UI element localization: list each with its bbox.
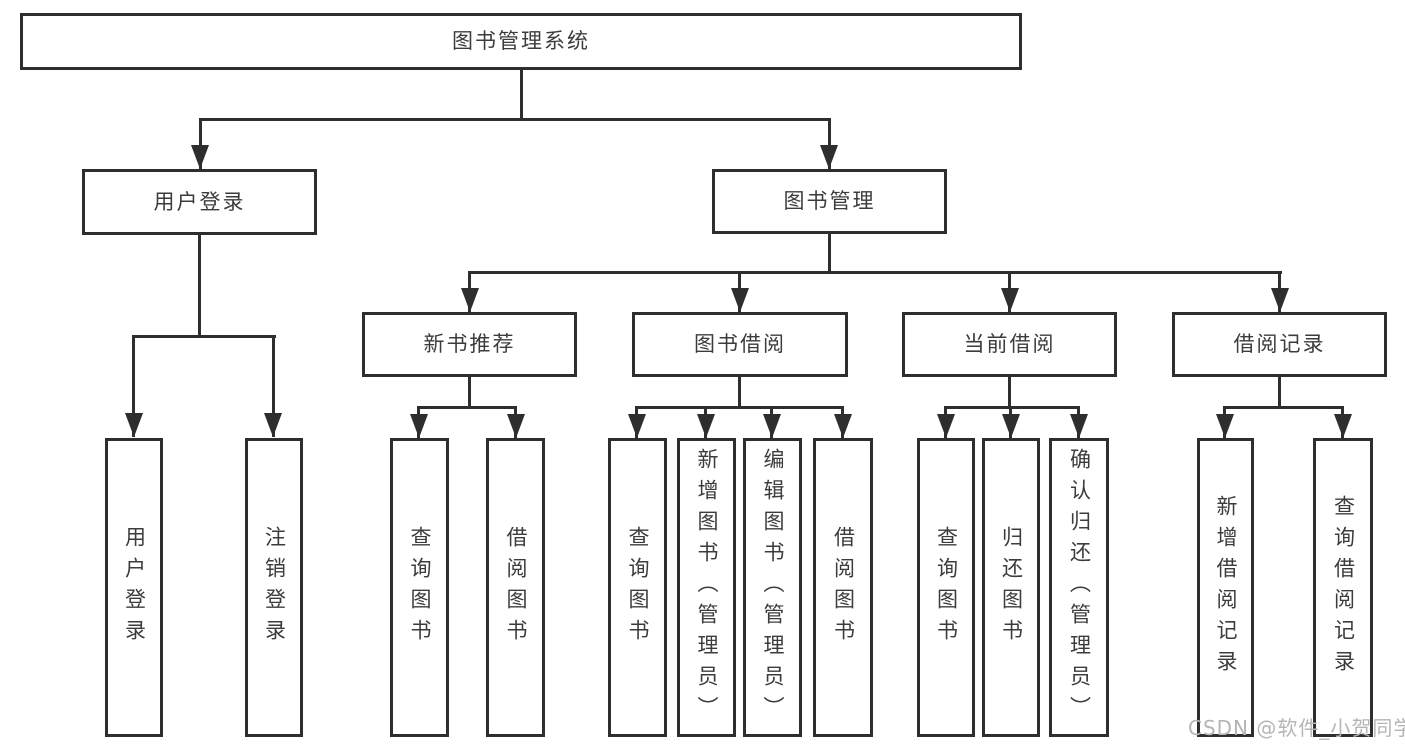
node-user-login: 用户登录	[82, 169, 317, 235]
arrow-down-icon	[628, 414, 646, 438]
leaf-logout: 注销登录	[245, 438, 303, 737]
arrow-down-icon	[731, 288, 749, 312]
leaf-label: 编辑图书（管理员）	[761, 448, 785, 727]
connector-newbook-vline	[468, 377, 471, 406]
leaf-borrow-books-recommend: 借阅图书	[486, 438, 545, 737]
leaf-label: 新增图书（管理员）	[695, 448, 719, 727]
node-borrow-records: 借阅记录	[1172, 312, 1387, 377]
arrow-down-icon	[1334, 414, 1352, 438]
node-label: 图书管理系统	[452, 29, 590, 53]
arrow-down-icon	[1002, 414, 1020, 438]
arrow-down-icon	[264, 413, 282, 437]
leaf-query-borrow-record: 查询借阅记录	[1313, 438, 1373, 737]
leaf-label: 查询借阅记录	[1331, 494, 1356, 681]
arrow-down-icon	[1216, 414, 1234, 438]
arrow-down-icon	[125, 413, 143, 437]
watermark: CSDN @软件_小贺同学	[1188, 716, 1405, 740]
leaf-label: 归还图书	[999, 525, 1024, 650]
connector-mgmt-hline	[468, 271, 1282, 274]
arrow-down-icon	[834, 414, 852, 438]
leaf-label: 查询图书	[408, 525, 432, 650]
connector-drop-line	[828, 118, 831, 169]
connector-borrow-vline	[738, 377, 741, 406]
node-label: 当前借阅	[963, 332, 1056, 356]
node-current-borrow: 当前借阅	[902, 312, 1117, 377]
arrow-down-icon	[1271, 288, 1289, 312]
leaf-edit-books-admin: 编辑图书（管理员）	[743, 438, 802, 737]
leaf-label: 注销登录	[262, 525, 287, 650]
leaf-label: 借阅图书	[831, 525, 856, 650]
connector-newbook-hline	[417, 406, 517, 409]
arrow-down-icon	[461, 288, 479, 312]
leaf-borrow-books: 借阅图书	[813, 438, 873, 737]
node-book-borrow: 图书借阅	[632, 312, 848, 377]
arrow-down-icon	[410, 414, 428, 438]
connector-drop-line	[272, 335, 275, 437]
arrow-down-icon	[763, 414, 781, 438]
leaf-label: 借阅图书	[504, 525, 528, 650]
node-new-book-recommend: 新书推荐	[362, 312, 577, 377]
node-book-management: 图书管理	[712, 169, 947, 234]
leaf-label: 用户登录	[122, 525, 147, 650]
arrow-down-icon	[937, 414, 955, 438]
leaf-query-books-current: 查询图书	[917, 438, 975, 737]
arrow-down-icon	[820, 145, 838, 169]
node-label: 图书借阅	[694, 332, 786, 356]
arrow-down-icon	[191, 145, 209, 169]
arrow-down-icon	[1001, 288, 1019, 312]
node-label: 新书推荐	[423, 332, 516, 356]
connector-root-vline	[520, 70, 523, 118]
connector-current-hline	[944, 406, 1080, 409]
leaf-label: 查询图书	[626, 525, 650, 650]
leaf-confirm-return-admin: 确认归还（管理员）	[1049, 438, 1109, 737]
arrow-down-icon	[507, 414, 525, 438]
node-library-management-system: 图书管理系统	[20, 13, 1022, 70]
connector-borrow-hline	[635, 406, 844, 409]
leaf-label: 确认归还（管理员）	[1067, 448, 1092, 727]
connector-current-vline	[1008, 377, 1011, 406]
connector-mgmt-vline	[828, 234, 831, 271]
connector-drop-line	[199, 118, 202, 169]
connector-root-hline	[199, 118, 831, 121]
leaf-user-login: 用户登录	[105, 438, 163, 737]
node-label: 图书管理	[783, 189, 876, 213]
leaf-add-books-admin: 新增图书（管理员）	[677, 438, 736, 737]
arrow-down-icon	[697, 414, 715, 438]
leaf-query-books-borrow: 查询图书	[608, 438, 667, 737]
connector-drop-line	[132, 335, 135, 437]
node-label: 用户登录	[153, 189, 246, 214]
connector-login-vline	[198, 235, 201, 335]
arrow-down-icon	[1070, 414, 1088, 438]
leaf-add-borrow-record: 新增借阅记录	[1197, 438, 1254, 737]
node-label: 借阅记录	[1233, 332, 1326, 356]
connector-records-vline	[1278, 377, 1281, 406]
leaf-label: 新增借阅记录	[1214, 494, 1238, 681]
connector-login-hline	[132, 335, 276, 338]
leaf-label: 查询图书	[934, 525, 959, 650]
leaf-query-books-recommend: 查询图书	[390, 438, 449, 737]
connector-records-hline	[1223, 406, 1344, 409]
leaf-return-books: 归还图书	[982, 438, 1040, 737]
